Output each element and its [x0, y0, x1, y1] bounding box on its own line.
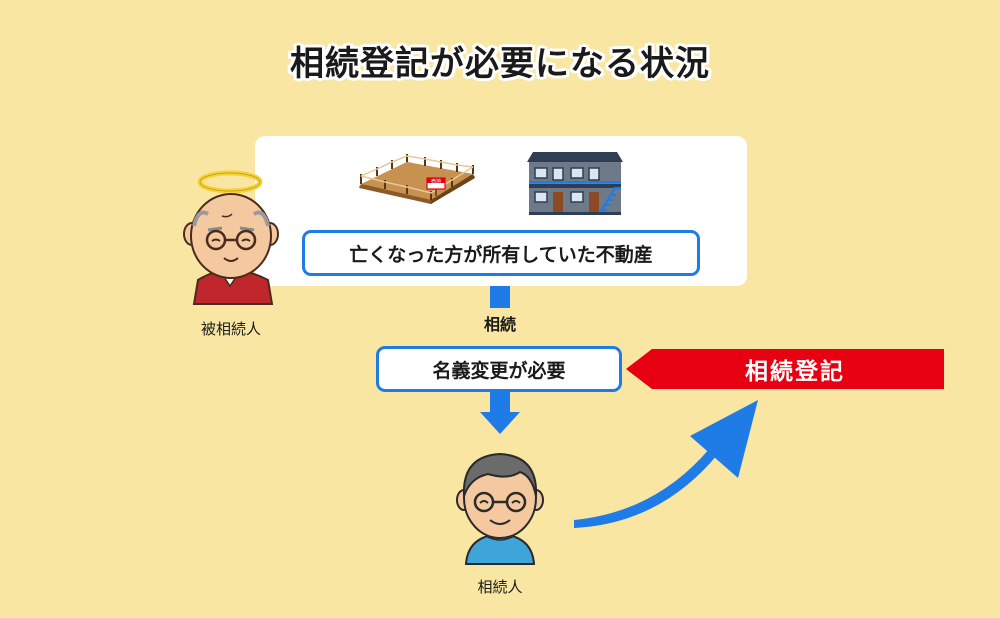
land-sign-text: 売地 [431, 178, 441, 185]
name-change-box: 名義変更が必要 [376, 346, 622, 392]
decedent-elder-icon [183, 170, 279, 305]
flow-arrow-shaft-lower [490, 392, 510, 414]
page-title: 相続登記が必要になる状況 [290, 44, 710, 84]
registration-banner: 相続登記 [626, 349, 944, 389]
flow-arrow-head [480, 412, 520, 434]
flow-arrow-shaft [490, 286, 510, 308]
inheritance-label: 相続 [483, 315, 516, 334]
land-lot-icon: 売地 [359, 154, 475, 204]
apartment-building-icon [527, 152, 623, 215]
heir-man-icon [456, 452, 544, 565]
property-label: 亡くなった方が所有していた不動産 [302, 230, 700, 276]
heir-caption: 相続人 [477, 578, 523, 596]
growth-arrow-icon [574, 400, 758, 528]
decedent-caption: 被相続人 [200, 320, 261, 338]
